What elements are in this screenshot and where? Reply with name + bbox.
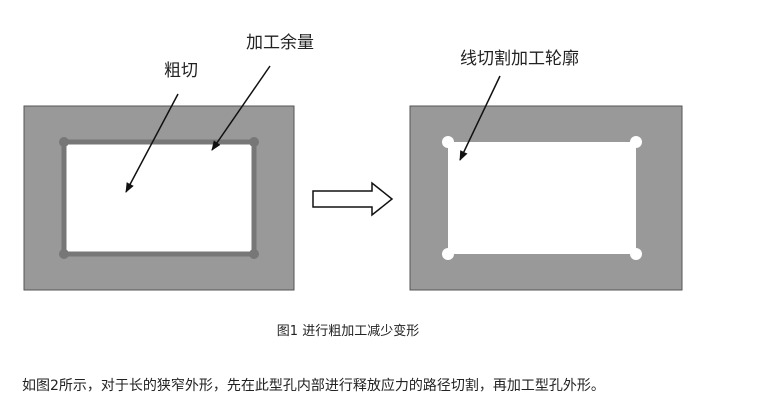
left-panel bbox=[23, 105, 295, 291]
corner-node bbox=[249, 249, 259, 259]
contour-hole bbox=[448, 142, 636, 254]
label-allowance: 加工余量 bbox=[246, 33, 314, 53]
arrow-contour bbox=[459, 75, 501, 161]
corner-relief bbox=[442, 136, 454, 148]
label-rough-cut: 粗切 bbox=[164, 61, 198, 81]
right-panel bbox=[409, 105, 683, 291]
rough-cut-path bbox=[61, 139, 257, 257]
corner-node bbox=[249, 137, 259, 147]
corner-relief bbox=[630, 136, 642, 148]
corner-node bbox=[59, 249, 69, 259]
corner-node bbox=[59, 137, 69, 147]
corner-relief bbox=[442, 248, 454, 260]
label-contour: 线切割加工轮廓 bbox=[460, 49, 579, 69]
corner-relief bbox=[630, 248, 642, 260]
body-paragraph: 如图2所示，对于长的狭窄外形，先在此型孔内部进行释放应力的路径切割，再加工型孔外… bbox=[22, 378, 605, 394]
process-arrow-icon bbox=[312, 181, 394, 217]
figure-caption: 图1 进行粗加工减少变形 bbox=[276, 324, 420, 339]
arrow-rough-cut bbox=[125, 93, 179, 193]
rough-cut-hole bbox=[66, 144, 252, 252]
arrow-allowance bbox=[211, 65, 271, 151]
